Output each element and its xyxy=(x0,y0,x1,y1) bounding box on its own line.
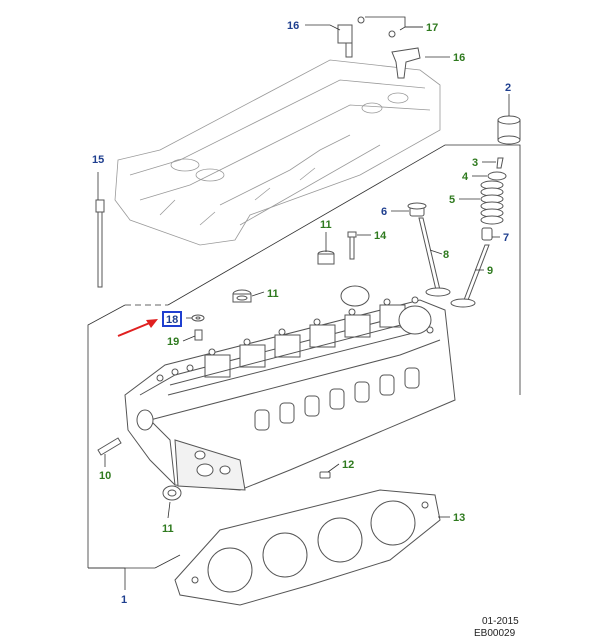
callout-16-right: 16 xyxy=(453,52,465,64)
callout-15: 15 xyxy=(92,154,104,166)
valve-stem-seal-small xyxy=(481,227,493,241)
assembly-frame xyxy=(87,144,521,590)
highlight-arrow xyxy=(117,319,158,337)
callout-11-mid: 11 xyxy=(267,288,279,300)
callout-17: 17 xyxy=(426,22,438,34)
callout-8: 8 xyxy=(443,249,449,261)
cam-cover xyxy=(114,59,441,246)
callout-12: 12 xyxy=(342,459,354,471)
valve-stem-seal xyxy=(407,202,427,217)
cylinder-head xyxy=(124,285,456,491)
oil-seal-top xyxy=(317,250,335,265)
plug-12 xyxy=(319,471,331,479)
callout-2: 2 xyxy=(505,82,511,94)
leader-lines xyxy=(97,16,510,519)
oil-seal-front xyxy=(162,485,182,501)
callout-7: 7 xyxy=(503,232,509,244)
callout-11-bottom: 11 xyxy=(162,523,174,535)
camshaft-sensor-side xyxy=(388,30,421,79)
camshaft-sensor-top xyxy=(337,16,365,58)
head-gasket xyxy=(174,489,441,606)
callout-1: 1 xyxy=(121,594,127,606)
stud-bolt xyxy=(347,231,357,260)
exhaust-valve xyxy=(450,244,490,308)
callout-18: 18 xyxy=(166,314,178,326)
head-bolt xyxy=(95,199,105,288)
callout-16-top: 16 xyxy=(287,20,299,32)
tappet xyxy=(497,115,521,145)
callout-6: 6 xyxy=(381,206,387,218)
valve-spring xyxy=(480,180,504,225)
callout-4: 4 xyxy=(462,171,469,183)
callout-labels: 16 17 16 2 3 4 5 6 7 8 9 15 11 14 11 18 … xyxy=(92,20,511,606)
washer-18 xyxy=(191,314,205,322)
callout-9: 9 xyxy=(487,265,493,277)
intake-valve xyxy=(418,217,451,297)
spring-retainer xyxy=(487,171,507,181)
callout-13: 13 xyxy=(453,512,465,524)
footer-date: 01-2015 xyxy=(482,616,519,627)
plug-19 xyxy=(194,329,203,341)
callout-14: 14 xyxy=(374,230,387,242)
callout-3: 3 xyxy=(472,157,478,169)
dowel-pin xyxy=(97,437,122,456)
oil-seal-mid xyxy=(232,289,252,303)
footer-reference: EB00029 xyxy=(474,628,516,639)
callout-11-top: 11 xyxy=(320,219,332,231)
valve-collet xyxy=(496,157,504,169)
callout-18-highlight-box xyxy=(162,311,182,327)
callout-5: 5 xyxy=(449,194,455,206)
callout-19: 19 xyxy=(167,336,179,348)
callout-10: 10 xyxy=(99,470,111,482)
